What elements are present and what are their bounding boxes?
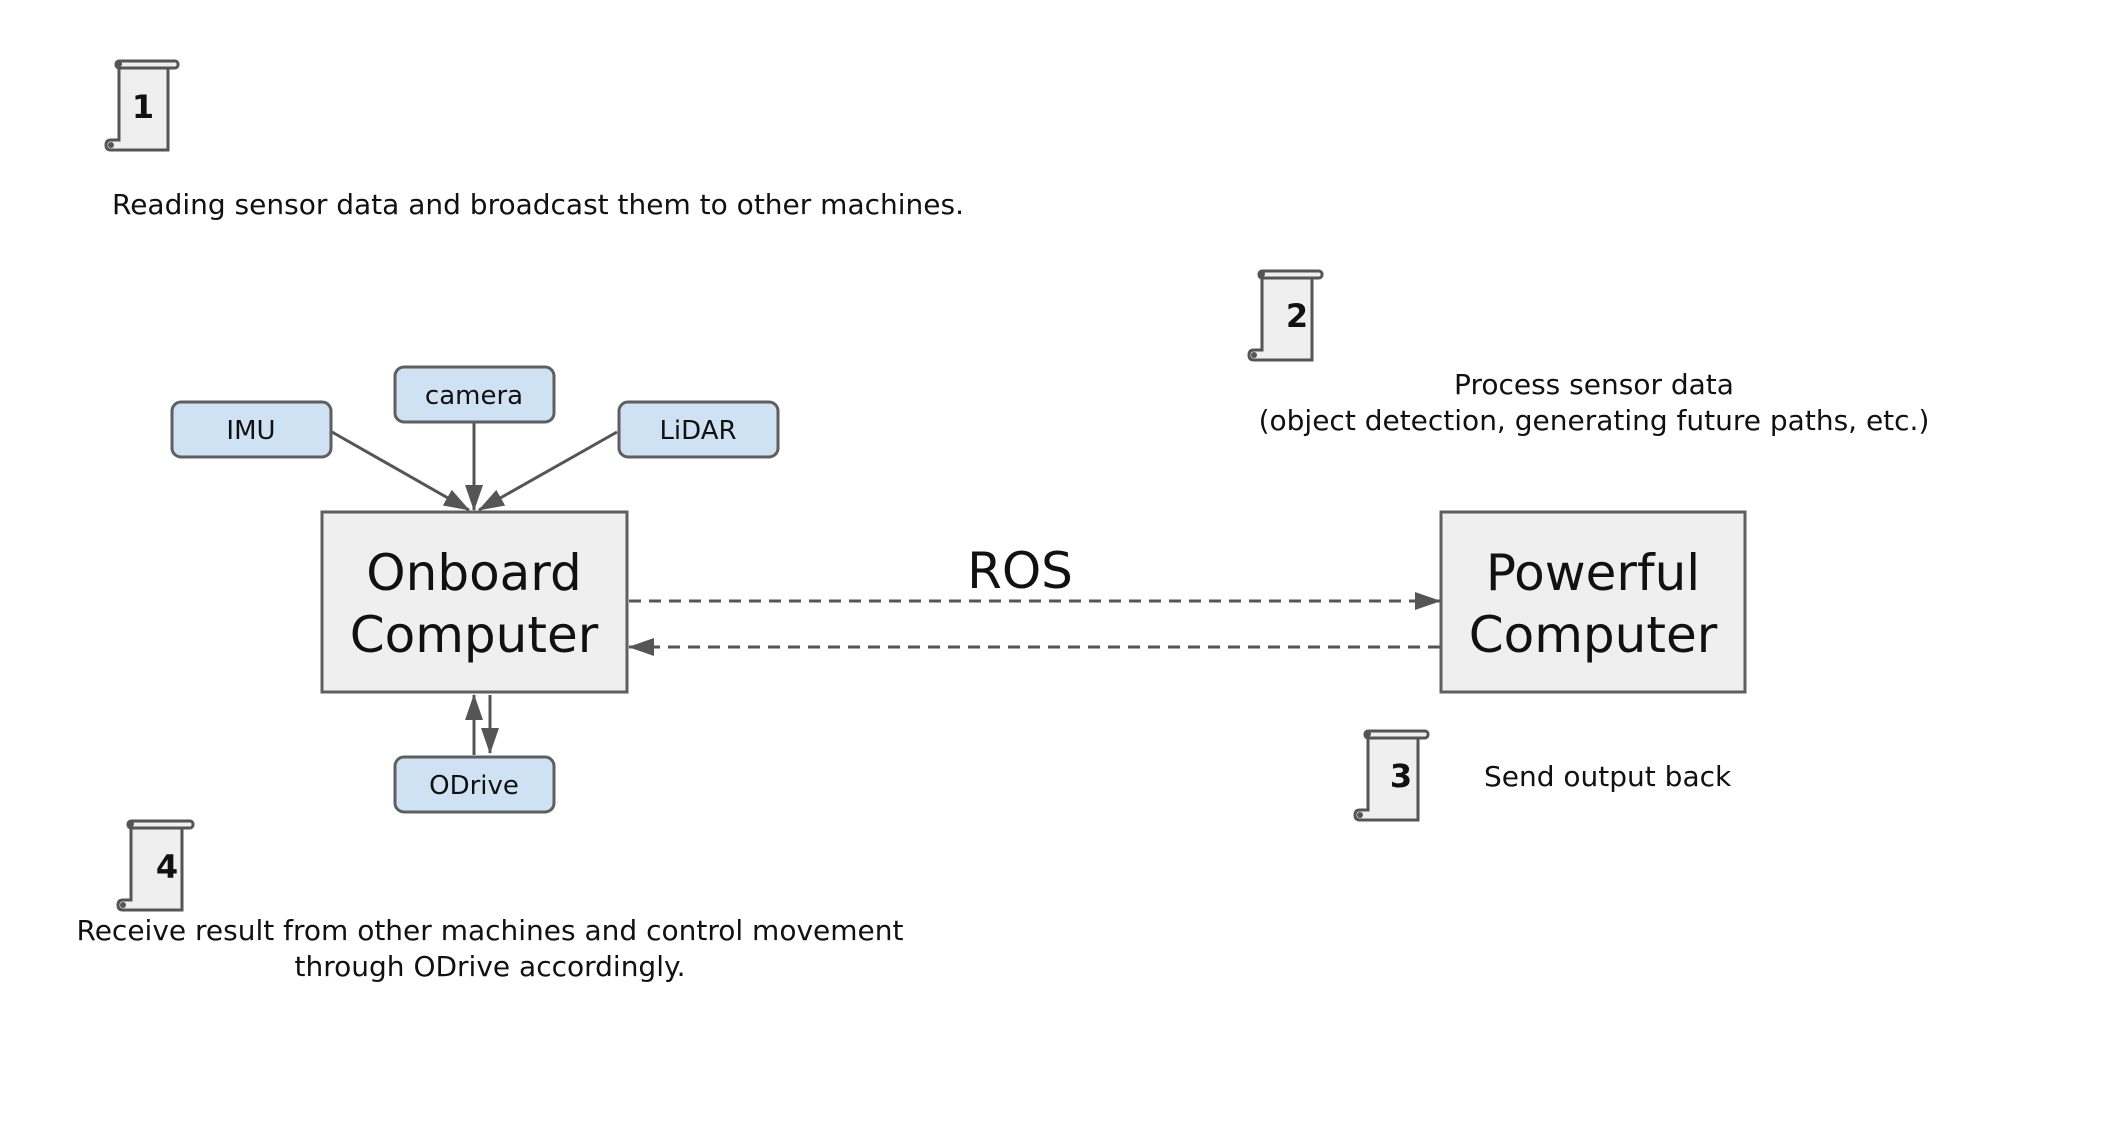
step-1-number: 1: [132, 88, 154, 126]
step-4-description-line-1: Receive result from other machines and c…: [77, 914, 904, 947]
step-1-scroll-icon: 1: [104, 59, 180, 152]
step-4-scroll-icon: 4: [116, 819, 195, 912]
imu-to-onboard-arrow: [331, 430, 470, 512]
camera-label: camera: [425, 381, 523, 411]
ros-label: ROS: [967, 542, 1073, 600]
powerful-computer-label-line-2: Computer: [1469, 606, 1718, 664]
step-4-number: 4: [156, 848, 178, 886]
step-4-description-line-2: through ODrive accordingly.: [295, 950, 686, 983]
lidar-node: LiDAR: [617, 400, 780, 459]
imu-node: IMU: [170, 400, 333, 459]
step-3-scroll-icon: 3: [1353, 729, 1430, 822]
step-2-description-line-1: Process sensor data: [1454, 368, 1734, 401]
step-2-number: 2: [1286, 297, 1308, 335]
imu-label: IMU: [226, 416, 275, 446]
odrive-label: ODrive: [429, 771, 519, 801]
step-1-description: Reading sensor data and broadcast them t…: [112, 188, 964, 221]
step-2-scroll-icon: 2: [1247, 269, 1324, 362]
powerful-computer-node: Powerful Computer: [1439, 510, 1747, 694]
odrive-node: ODrive: [393, 755, 556, 814]
lidar-label: LiDAR: [659, 416, 736, 446]
onboard-computer-label-line-1: Onboard: [366, 544, 581, 602]
step-3-description: Send output back: [1484, 760, 1732, 793]
onboard-computer-node: Onboard Computer: [320, 510, 629, 694]
step-3-number: 3: [1390, 757, 1412, 795]
step-2-description-line-2: (object detection, generating future pat…: [1259, 404, 1930, 437]
lidar-to-onboard-arrow: [478, 430, 618, 512]
powerful-computer-label-line-1: Powerful: [1486, 544, 1700, 602]
camera-node: camera: [393, 365, 556, 424]
onboard-computer-label-line-2: Computer: [350, 606, 599, 664]
